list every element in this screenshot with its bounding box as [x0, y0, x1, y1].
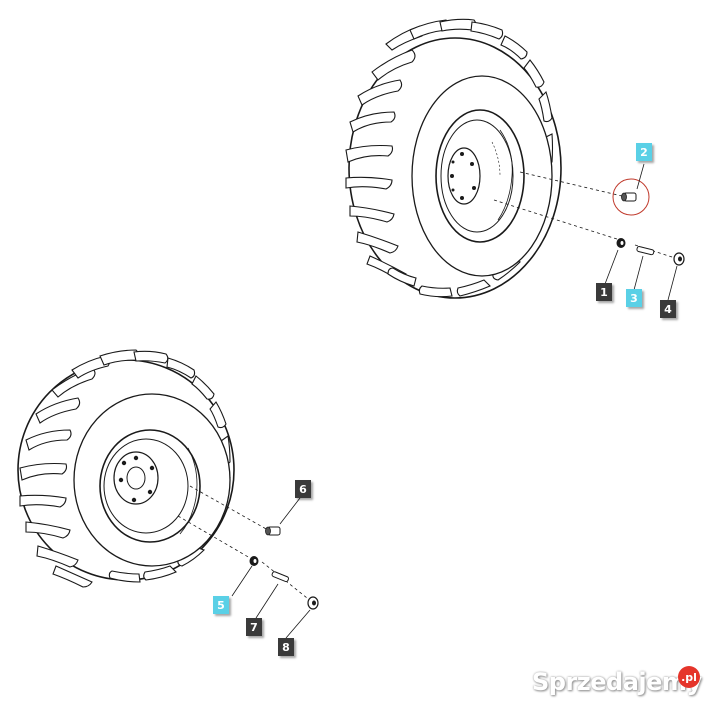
rear-wheel	[345, 18, 562, 299]
callout-6: 6	[295, 480, 311, 498]
callout-2: 2	[636, 143, 652, 161]
callout-8: 8	[278, 638, 294, 656]
part-5-washer	[249, 556, 259, 566]
part-8-nut	[307, 596, 319, 610]
part-6-stud	[265, 526, 281, 536]
callout-4: 4	[660, 300, 676, 318]
watermark-logo-badge: .pl	[678, 666, 700, 688]
front-hub-bolt-holes	[118, 455, 155, 503]
part-7-pin	[271, 571, 289, 583]
part-4-nut	[673, 252, 685, 266]
callout-7: 7	[246, 618, 262, 636]
rear-hub-bolt-holes	[450, 152, 476, 200]
front-parts	[231, 497, 319, 639]
callout-3: 3	[626, 289, 642, 307]
part-1-washer	[616, 238, 626, 248]
rear-parts	[604, 163, 685, 301]
part-3-pin	[636, 246, 655, 256]
front-wheel	[17, 349, 235, 588]
callout-5: 5	[213, 596, 229, 614]
highlight-ring	[612, 178, 650, 216]
callout-1: 1	[596, 283, 612, 301]
part-2-stud	[621, 192, 637, 202]
watermark-logo-text: Sprzedajemy	[532, 668, 702, 696]
